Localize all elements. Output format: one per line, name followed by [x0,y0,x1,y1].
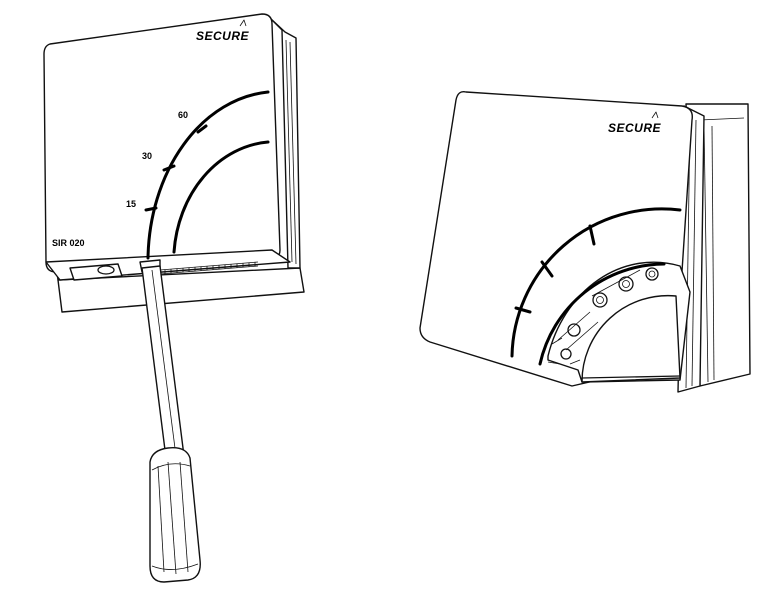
scale-label-30: 30 [142,151,152,161]
right-tick [540,260,554,278]
left-side-panel [269,17,301,269]
right-brand-logo: SECURE [608,111,662,135]
left-timer-unit: 60 30 15 SIR 020 SECURE [43,13,305,313]
left-front-face [43,13,281,273]
terminal-screw [592,292,608,308]
right-inner-arc [538,262,666,366]
left-outer-arc [146,90,270,260]
model-label: SIR 020 [52,238,85,248]
left-inner-arc [172,140,270,254]
terminal-screw [567,323,581,337]
right-inner-quadrant [581,294,681,383]
right-timer-unit: SECURE [419,90,751,393]
right-brand-text: SECURE [608,121,662,135]
left-brand-text: SECURE [196,29,250,43]
tick-60 [196,124,208,134]
right-outer-arc [510,207,682,358]
terminal-screw [560,348,572,360]
left-brand-logo: SECURE [196,19,250,43]
left-back-plate [57,267,305,313]
left-terminal-row [159,261,259,275]
screwdriver [139,259,201,583]
left-slot [69,263,123,281]
right-tick [514,306,532,314]
tick-30 [162,164,176,172]
terminal-screw [645,267,659,281]
left-screw-slot [97,265,115,275]
scale-label-15: 15 [126,199,136,209]
right-terminal-block [551,267,659,365]
tick-15 [144,206,158,212]
terminal-screw [618,276,634,292]
right-tick [588,224,596,246]
scale-label-60: 60 [178,110,188,120]
